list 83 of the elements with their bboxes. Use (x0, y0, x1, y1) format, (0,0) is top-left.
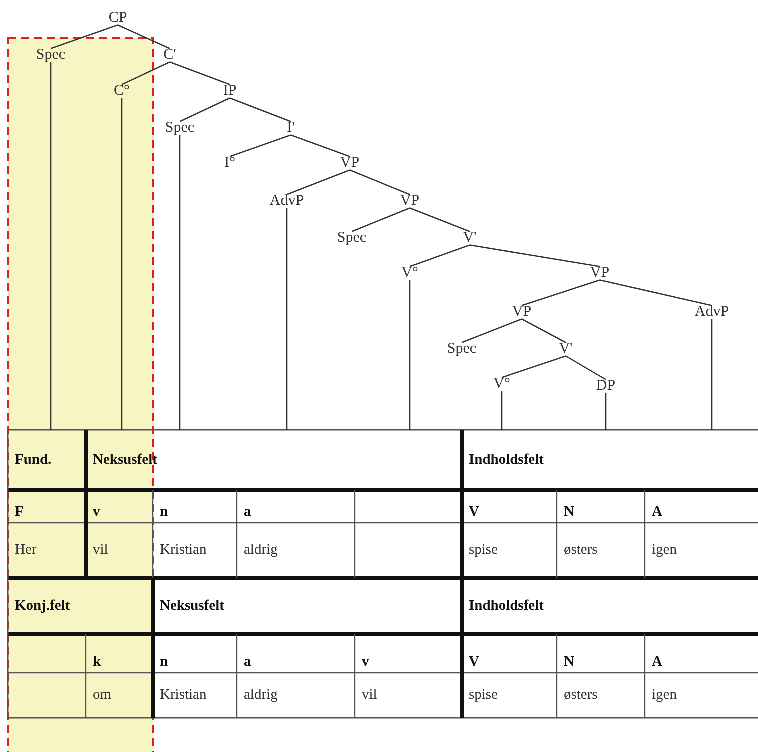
tree-label: AdvP (694, 304, 730, 320)
field-heading: v (362, 654, 370, 671)
tree-branch (470, 244, 600, 268)
tree-label: C° (114, 82, 130, 100)
tree-branch (410, 208, 470, 232)
field-heading: N (564, 654, 574, 671)
field-heading: a (244, 654, 252, 671)
tree-label: I' (287, 120, 295, 136)
word-text: om (93, 687, 112, 704)
tree-branch (352, 208, 410, 232)
projection-line (179, 135, 181, 430)
tree-label: Spec (447, 340, 477, 358)
tree-branch (286, 170, 350, 196)
tree-label: AdvP (270, 192, 304, 210)
tree-label: CP (108, 10, 128, 26)
word-text: igen (652, 687, 677, 704)
field-heading: n (160, 504, 168, 521)
tree-label: V' (559, 340, 573, 358)
field-heading: Neksusfelt (93, 452, 158, 468)
tree-branch (180, 98, 230, 122)
field-heading: N (564, 504, 574, 521)
word-text: Kristian (160, 687, 207, 704)
field-heading: V (469, 654, 480, 671)
word-text: aldrig (244, 542, 278, 559)
field-heading: n (160, 654, 168, 671)
word-text: Her (15, 542, 37, 559)
field-heading: k (93, 654, 102, 671)
tree-branch (122, 62, 170, 86)
projection-line (50, 62, 52, 430)
tree-label: VP (400, 192, 420, 210)
field-heading: Indholdsfelt (469, 452, 544, 468)
word-text: vil (362, 687, 378, 704)
tree-label: V° (494, 376, 510, 392)
field-heading: Fund. (15, 452, 52, 468)
tree-branch (522, 280, 600, 306)
tree-label: VP (512, 304, 532, 320)
tree-label: I° (224, 154, 236, 172)
tree-label: Spec (337, 230, 367, 246)
word-text: vil (93, 542, 108, 559)
word-text: igen (652, 542, 677, 559)
tree-branch (522, 318, 566, 344)
word-text: Kristian (160, 542, 207, 559)
word-text: aldrig (244, 687, 278, 704)
projection-line (605, 393, 607, 430)
field-heading: a (244, 504, 252, 521)
tree-branch (170, 62, 230, 86)
tree-label: Spec (36, 46, 66, 64)
tree-branch (566, 356, 606, 380)
tree-label: DP (596, 378, 616, 394)
projection-line (501, 391, 503, 430)
tree-branch (290, 134, 350, 158)
word-text: spise (469, 542, 498, 559)
tree-label: IP (223, 82, 237, 100)
field-heading: Indholdsfelt (469, 598, 544, 614)
tree-label: VP (340, 154, 360, 172)
field-heading: Neksusfelt (160, 598, 224, 614)
field-heading: Konj.felt (15, 598, 70, 614)
field-heading: V (469, 504, 480, 521)
tree-label: V' (463, 230, 477, 246)
tree-branch (118, 24, 170, 50)
word-text: østers (564, 542, 598, 559)
tree-branch (502, 356, 566, 378)
tree-branch (230, 134, 292, 158)
projection-line (286, 208, 288, 430)
projection-line (409, 280, 411, 430)
tree-label: VP (590, 264, 610, 282)
field-heading: F (15, 504, 24, 521)
projection-line (121, 98, 123, 430)
field-heading: v (93, 504, 100, 521)
tree-branch (50, 24, 118, 50)
tree-branch (230, 98, 292, 122)
tree-branch (350, 170, 410, 196)
tree-branch (600, 280, 712, 306)
field-heading: A (652, 654, 662, 671)
tree-label: C' (164, 46, 176, 64)
tree-branch (410, 244, 470, 268)
field-heading: A (652, 504, 662, 521)
word-text: spise (469, 687, 498, 704)
tree-label: Spec (165, 120, 195, 136)
word-text: østers (564, 687, 598, 704)
tree-label: V° (402, 264, 418, 282)
tree-branch (462, 318, 522, 344)
projection-line (711, 319, 713, 430)
